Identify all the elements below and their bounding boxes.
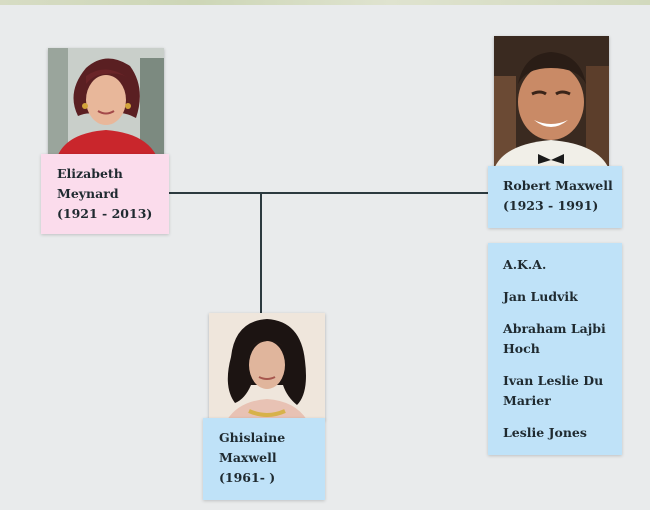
- mother-last-name: Meynard: [57, 186, 119, 201]
- decorative-top-band: [0, 0, 650, 5]
- father-name: Robert Maxwell: [503, 178, 613, 193]
- aka-name-item: Jan Ludvik: [503, 289, 578, 304]
- marriage-connector-line: [169, 192, 488, 194]
- ghislaine-maxwell-card: Ghislaine Maxwell (1961- ): [203, 418, 325, 500]
- elizabeth-meynard-card: Elizabeth Meynard (1921 - 2013): [41, 154, 169, 234]
- robert-maxwell-card: Robert Maxwell (1923 - 1991): [488, 166, 622, 228]
- aka-name-item: Ivan Leslie Du Marier: [503, 373, 604, 408]
- father-years: (1923 - 1991): [503, 198, 599, 213]
- child-connector-line: [260, 193, 262, 314]
- child-first-name: Ghislaine: [219, 430, 286, 445]
- child-last-name: Maxwell: [219, 450, 277, 465]
- mother-years: (1921 - 2013): [57, 206, 153, 221]
- child-years: (1961- ): [219, 470, 276, 485]
- aka-heading: A.K.A.: [503, 257, 547, 272]
- aka-name-item: Abraham Lajbi Hoch: [503, 321, 606, 356]
- aka-names-card: A.K.A. Jan Ludvik Abraham Lajbi Hoch Iva…: [488, 243, 622, 455]
- ghislaine-maxwell-photo: [209, 313, 325, 420]
- mother-first-name: Elizabeth: [57, 166, 123, 181]
- elizabeth-meynard-photo: [48, 48, 164, 155]
- robert-maxwell-photo: [494, 36, 609, 169]
- aka-name-item: Leslie Jones: [503, 425, 587, 440]
